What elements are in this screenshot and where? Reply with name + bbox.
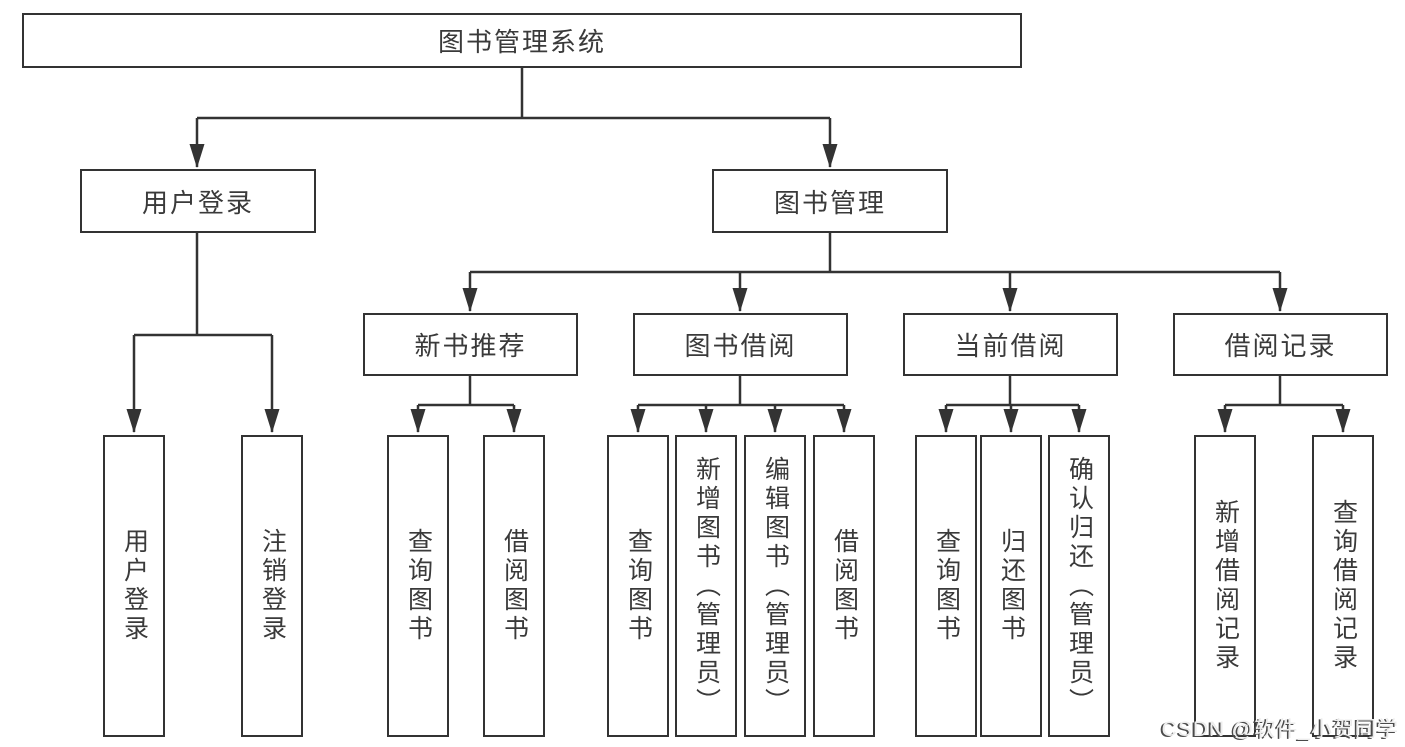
- node-label: 当前借阅: [954, 331, 1067, 361]
- leaf-borrow-books-recommendation: 借阅图书: [483, 435, 545, 737]
- csdn-watermark: CSDN @软件_小贺同学: [1161, 718, 1399, 741]
- node-label: 用户登录: [141, 187, 254, 218]
- node-label: 图书管理系统: [437, 27, 606, 57]
- node-library-management-system: 图书管理系统: [22, 13, 1022, 68]
- leaf-add-books-admin: 新增图书（管理员）: [675, 435, 737, 737]
- node-label: 新增图书（管理员）: [692, 455, 721, 717]
- leaf-query-books-current: 查询图书: [915, 435, 977, 737]
- leaf-query-books-borrowing: 查询图书: [607, 435, 669, 737]
- node-new-book-recommendation: 新书推荐: [363, 313, 578, 376]
- node-book-borrowing: 图书借阅: [633, 313, 848, 376]
- node-user-login: 用户登录: [80, 169, 316, 233]
- node-label: 注销登录: [258, 528, 287, 644]
- node-borrowing-records: 借阅记录: [1173, 313, 1388, 376]
- node-label: 借阅图书: [830, 528, 859, 644]
- node-label: 用户登录: [120, 528, 149, 644]
- leaf-borrow-books: 借阅图书: [813, 435, 875, 737]
- leaf-return-books: 归还图书: [980, 435, 1042, 737]
- leaf-add-borrow-record: 新增借阅记录: [1194, 435, 1256, 737]
- leaf-query-borrow-record: 查询借阅记录: [1312, 435, 1374, 737]
- node-label: 编辑图书（管理员）: [761, 455, 790, 717]
- node-label: 查询图书: [624, 528, 653, 644]
- node-current-borrowing: 当前借阅: [903, 313, 1118, 376]
- leaf-confirm-return-admin: 确认归还（管理员）: [1048, 435, 1110, 737]
- node-label: 新书推荐: [414, 331, 527, 361]
- node-label: 借阅图书: [500, 528, 529, 644]
- leaf-logout: 注销登录: [241, 435, 303, 737]
- node-label: 查询图书: [404, 528, 433, 644]
- node-label: 查询借阅记录: [1329, 499, 1358, 673]
- node-label: 归还图书: [997, 528, 1026, 644]
- node-label: 借阅记录: [1224, 331, 1337, 361]
- leaf-query-books-recommendation: 查询图书: [387, 435, 449, 737]
- node-label: 图书管理: [773, 187, 886, 218]
- node-label: 确认归还（管理员）: [1065, 455, 1094, 717]
- leaf-user-login: 用户登录: [103, 435, 165, 737]
- node-label: 查询图书: [932, 528, 961, 644]
- node-label: 图书借阅: [684, 331, 797, 361]
- leaf-edit-books-admin: 编辑图书（管理员）: [744, 435, 806, 737]
- node-label: 新增借阅记录: [1211, 499, 1240, 673]
- node-book-management: 图书管理: [712, 169, 948, 233]
